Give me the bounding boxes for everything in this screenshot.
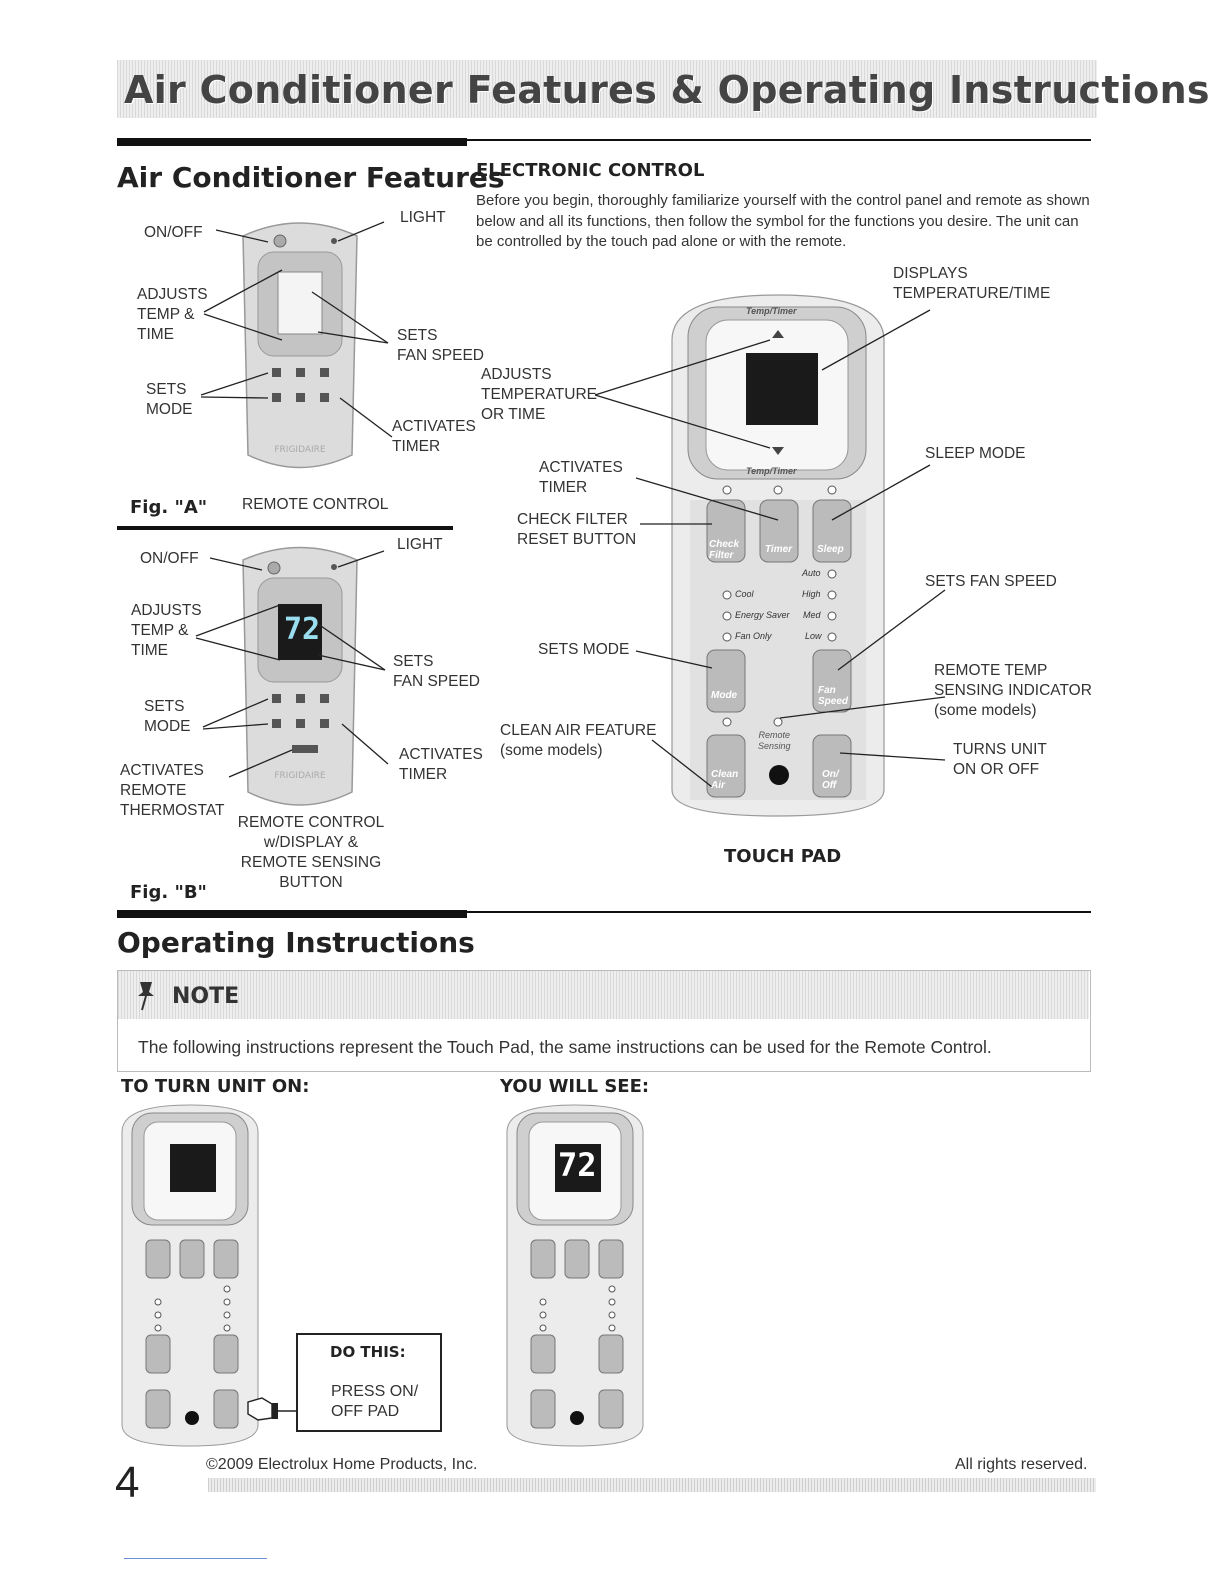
electronic-control-intro: Before you begin, thoroughly familiarize…	[476, 192, 1090, 250]
fig-a-remote: FRIGIDAIRE	[242, 222, 358, 469]
touch-pad-small-left	[121, 1104, 259, 1447]
fig-a-leaders	[200, 221, 393, 438]
label-sleep-mode: SLEEP MODE	[925, 445, 1026, 462]
bottom-link-rule	[124, 1558, 267, 1559]
pointing-hand-icon	[247, 1397, 278, 1421]
pad-fan-high: High	[802, 589, 821, 599]
pad-mode-cool: Cool	[735, 589, 754, 599]
pad-band-bottom: Temp/Timer	[746, 466, 797, 476]
label-remote-temp: REMOTE TEMP SENSING INDICATOR (some mode…	[934, 662, 1092, 719]
fig-a-timer-label: ACTIVATES TIMER	[392, 418, 476, 455]
pad-btn-mode[interactable]: Mode	[711, 690, 738, 701]
electronic-control-heading: ELECTRONIC CONTROL	[476, 160, 705, 181]
pad-band-top: Temp/Timer	[746, 306, 797, 316]
operating-rule-thick	[117, 910, 467, 918]
label-turns-unit: TURNS UNIT ON OR OFF	[953, 741, 1047, 778]
touch-pad-small-right	[506, 1104, 644, 1447]
footer-bar	[208, 1478, 1096, 1492]
touch-pad-caption: TOUCH PAD	[724, 846, 842, 867]
fig-b-on-off-label: ON/OFF	[140, 550, 199, 567]
pad-btn-timer[interactable]: Timer	[765, 544, 793, 555]
label-sets-fan-speed: SETS FAN SPEED	[925, 573, 1057, 590]
svg-text:FRIGIDAIRE: FRIGIDAIRE	[274, 771, 326, 781]
fig-a-light-label: LIGHT	[400, 209, 446, 226]
you-will-see-heading: YOU WILL SEE:	[500, 1076, 650, 1097]
pad-btn-clean-air[interactable]: Clean Air	[711, 769, 739, 791]
title-banner	[117, 60, 1097, 118]
touch-pad	[671, 294, 885, 817]
fig-b-adjusts-label: ADJUSTS TEMP & TIME	[131, 602, 202, 659]
fig-b-timer-label: ACTIVATES TIMER	[399, 746, 483, 783]
label-activates-timer: ACTIVATES TIMER	[539, 459, 623, 496]
pad-fan-low: Low	[805, 631, 822, 641]
fig-a-adjusts-label: ADJUSTS TEMP & TIME	[137, 286, 208, 343]
fig-b-caption: REMOTE CONTROL w/DISPLAY & REMOTE SENSIN…	[237, 814, 385, 891]
note-title: NOTE	[172, 984, 240, 1009]
operating-rule-thin	[467, 911, 1091, 913]
fig-a-label: Fig. "A"	[130, 497, 208, 518]
section-rule-thin	[467, 139, 1091, 141]
section-rule-thick	[117, 138, 467, 146]
fig-a-on-off-label: ON/OFF	[144, 224, 203, 241]
fig-b-leaders	[195, 550, 389, 778]
page-title: Air Conditioner Features & Operating Ins…	[124, 68, 1210, 112]
note-bar	[118, 971, 1089, 1019]
do-this-title: DO THIS:	[330, 1343, 406, 1361]
label-clean-air: CLEAN AIR FEATURE (some models)	[500, 722, 657, 759]
do-this-text: PRESS ON/ OFF PAD	[331, 1383, 419, 1420]
note-text: The following instructions represent the…	[138, 1037, 992, 1057]
features-heading: Air Conditioner Features	[117, 161, 505, 194]
label-adjusts-temp: ADJUSTS TEMPERATURE OR TIME	[481, 366, 597, 423]
fig-a-caption: REMOTE CONTROL	[242, 496, 389, 513]
pushpin-icon	[138, 982, 154, 1011]
pad-btn-check-filter[interactable]: Check Filter	[709, 539, 740, 561]
operating-heading: Operating Instructions	[117, 926, 475, 959]
fig-b-label: Fig. "B"	[130, 882, 207, 903]
fig-b-sets-fan-label: SETS FAN SPEED	[393, 653, 480, 690]
pad-btn-fan-speed[interactable]: Fan Speed	[818, 685, 849, 707]
fig-b-remote-thermostat-label: ACTIVATES REMOTE THERMOSTAT	[120, 762, 225, 819]
rights-reserved: All rights reserved.	[955, 1456, 1088, 1473]
fig-b-sets-mode-label: SETS MODE	[144, 698, 191, 735]
touch-pad-leaders	[594, 309, 946, 788]
label-displays-temp: DISPLAYS TEMPERATURE/TIME	[893, 265, 1051, 302]
turn-on-heading: TO TURN UNIT ON:	[121, 1076, 310, 1097]
you-will-see-display-value: 72	[558, 1146, 597, 1184]
pad-fan-auto: Auto	[802, 568, 821, 578]
fig-a-sets-fan-label: SETS FAN SPEED	[397, 327, 484, 364]
do-this-box	[296, 1333, 442, 1432]
pad-btn-on-off[interactable]: On/ Off	[822, 769, 839, 791]
page-number: 4	[115, 1458, 140, 1507]
pad-remote-sensing: Remote Sensing	[758, 730, 791, 751]
fig-a-sets-mode-label: SETS MODE	[146, 381, 193, 418]
pad-btn-sleep[interactable]: Sleep	[817, 544, 844, 555]
note-box	[117, 970, 1091, 1072]
copyright: ©2009 Electrolux Home Products, Inc.	[206, 1456, 478, 1473]
pad-fan-med: Med	[803, 610, 821, 620]
label-check-filter: CHECK FILTER RESET BUTTON	[517, 511, 637, 548]
svg-text:FRIGIDAIRE: FRIGIDAIRE	[274, 445, 326, 455]
fig-b-display-value: 72	[284, 612, 321, 647]
pad-mode-energy: Energy Saver	[735, 610, 790, 620]
fig-b-light-label: LIGHT	[397, 536, 443, 553]
pad-mode-fan: Fan Only	[735, 631, 772, 641]
label-sets-mode: SETS MODE	[538, 641, 630, 658]
